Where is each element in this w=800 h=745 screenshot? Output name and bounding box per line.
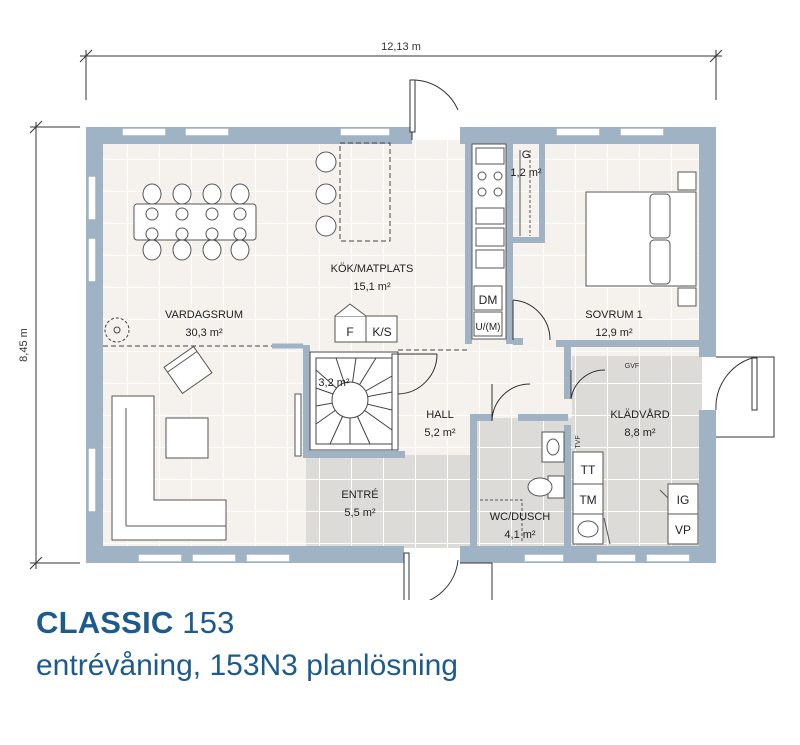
fixture-tvf: TVF [575, 435, 582, 448]
fixture-tt: TT [581, 463, 596, 477]
room-area-wc: 4,1 m² [504, 529, 536, 541]
wardrobe-g [519, 150, 531, 236]
north-entry-door [409, 79, 459, 140]
armchair [163, 345, 213, 395]
fixture-ks: K/S [372, 325, 391, 339]
windows [87, 127, 691, 563]
height-dimension: 8,45 m [18, 328, 30, 362]
room-area-kladvard: 8,8 m² [624, 427, 656, 439]
kitchen-counter [471, 143, 507, 340]
dimension-lines [29, 49, 723, 570]
room-labels: KÖK/MATPLATS 15,1 m² VARDAGSRUM 30,3 m² … [165, 149, 670, 541]
room-label-kok: KÖK/MATPLATS [331, 263, 414, 275]
plan-title-block: CLASSIC 153 entrévåning, 153N3 planlösni… [36, 604, 458, 686]
room-area-entre: 5,5 m² [344, 507, 376, 519]
room-label-hall: HALL [426, 409, 454, 421]
fireplace-icon [104, 317, 130, 343]
room-area-kok: 15,1 m² [353, 281, 391, 293]
wc-door [491, 383, 531, 422]
room-label-sovrum: SOVRUM 1 [585, 309, 642, 321]
kladvard-door [570, 369, 606, 400]
brand-name: CLASSIC [36, 605, 174, 640]
plan-subtitle: entrévåning, 153N3 planlösning [36, 649, 458, 682]
model-number: 153 [182, 605, 235, 640]
front-door [403, 552, 493, 600]
entre-floor [306, 455, 474, 548]
room-label-entre: ENTRÉ [341, 488, 378, 501]
dining-chairs [142, 183, 250, 261]
doors [397, 79, 775, 600]
fixture-uj: U/(M) [476, 322, 501, 333]
fixture-dm: DM [479, 293, 498, 307]
fridge-freezer [334, 303, 398, 343]
tv-unit [294, 393, 302, 457]
staircase [309, 351, 399, 451]
fixture-gvf: GVF [625, 363, 639, 370]
corner-sofa [111, 395, 227, 541]
room-label-g: G [522, 149, 531, 161]
laundry-fixtures [572, 451, 699, 545]
east-door [715, 356, 775, 438]
room-label-wc: WC/DUSCH [490, 511, 551, 523]
shower-area [480, 499, 523, 543]
fixture-ig: IG [677, 493, 690, 507]
room-area-hall: 5,2 m² [424, 427, 456, 439]
bar-stools [315, 151, 337, 237]
sovrum-door [512, 299, 551, 341]
bathroom-fixtures [480, 431, 565, 543]
bed [585, 171, 697, 307]
fixture-tm: TM [579, 493, 596, 507]
fixture-vp: VP [675, 523, 691, 537]
room-area-stair: 3,2 m² [318, 377, 350, 389]
coffee-table [165, 417, 209, 459]
floor-plan: 12,13 m 8,45 m [18, 41, 775, 600]
room-area-vardagsrum: 30,3 m² [185, 327, 223, 339]
fixture-labels: F K/S DM U/(M) TT TM IG VP GVF TVF [346, 293, 691, 537]
dining-table [133, 183, 257, 261]
living-room-furniture [111, 345, 302, 541]
stair-door [397, 353, 438, 395]
fixture-f: F [346, 325, 353, 339]
width-dimension: 12,13 m [381, 41, 421, 53]
room-label-vardagsrum: VARDAGSRUM [165, 309, 243, 321]
room-area-sovrum: 12,9 m² [595, 327, 633, 339]
interior-walls [303, 144, 702, 548]
plan-title: CLASSIC 153 [36, 604, 458, 642]
room-label-kladvard: KLÄDVÅRD [610, 408, 669, 421]
dashed-lines [103, 142, 470, 351]
room-area-g: 1,2 m² [510, 167, 542, 179]
